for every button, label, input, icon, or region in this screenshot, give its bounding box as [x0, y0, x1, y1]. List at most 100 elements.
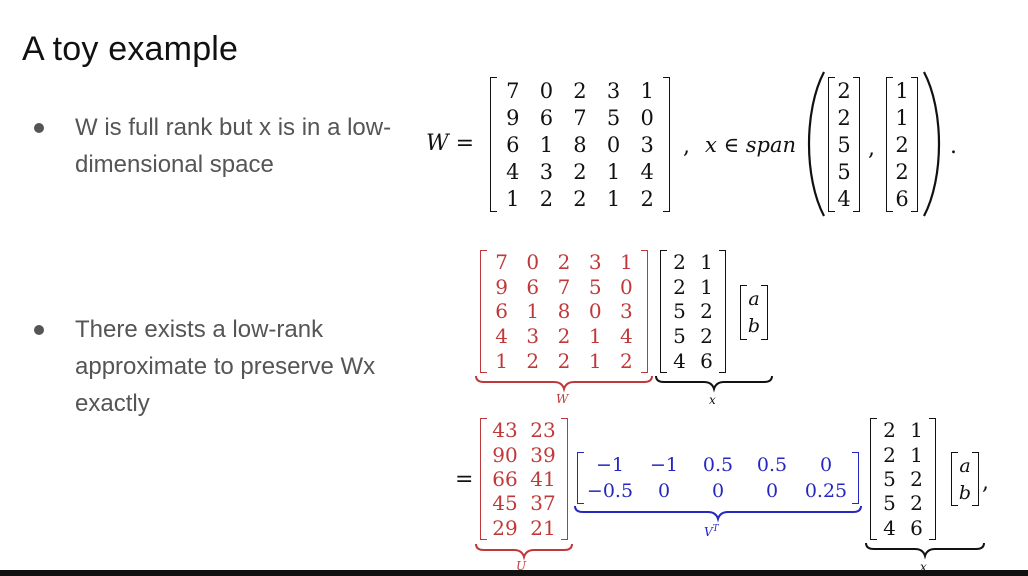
matrix-cell: 2 [883, 442, 896, 467]
matrix-cell: 2 [573, 186, 587, 211]
matrix-cell: a [959, 454, 971, 477]
matrix-cell: 1 [495, 348, 508, 373]
matrix-cell: 1 [700, 274, 713, 299]
matrix-cell: −0.5 [586, 480, 634, 502]
matrix-cell: 0 [526, 250, 540, 275]
bullet-dot [34, 123, 44, 133]
matrix-cell: 0.5 [756, 454, 788, 476]
matrix-cell: 2 [539, 186, 554, 211]
matrix-cell: 0 [765, 480, 779, 502]
matrix-cell: 7 [506, 78, 520, 103]
matrix-cell: 4 [620, 324, 633, 349]
matrix-cell: 3 [526, 324, 540, 349]
matrix-cell: 2 [573, 159, 587, 184]
label-x-2: x [920, 560, 927, 574]
matrix-cell: 1 [910, 418, 923, 443]
matrix-cell: 1 [588, 324, 602, 349]
matrix-cell: 0 [588, 299, 602, 324]
matrix-cell: 1 [895, 105, 909, 130]
matrix-cell: 6 [495, 299, 508, 324]
matrix-cell: 45 [492, 491, 518, 516]
matrix-cell: 0.25 [804, 480, 848, 502]
matrix-cell: 2 [673, 250, 686, 275]
matrix-cell: 1 [526, 299, 540, 324]
matrix-cell: 1 [506, 186, 520, 211]
matrix-cell: 2 [620, 348, 633, 373]
matrix-cell: 4 [640, 159, 654, 184]
matrix-cell: 5 [606, 105, 621, 130]
matrix-cell: 3 [539, 159, 554, 184]
matrix-cell: 7 [557, 274, 571, 299]
matrix-cell: 3 [588, 250, 602, 275]
matrix-cell: 8 [573, 132, 587, 157]
matrix-cell: 3 [606, 78, 621, 103]
matrix-cell: 0 [640, 105, 654, 130]
matrix-cell: 0.5 [702, 454, 734, 476]
matrix-cell: b [747, 315, 761, 338]
matrix-cell: 0 [819, 454, 833, 476]
label-w: W [556, 392, 569, 406]
matrix-cell: 7 [495, 250, 508, 275]
matrix-cell: 6 [700, 348, 713, 373]
matrix-cell: 2 [837, 78, 851, 103]
matrix-cell: 6 [895, 186, 909, 211]
matrix-cell: 2 [673, 274, 686, 299]
matrix-cell: 6 [506, 132, 520, 157]
underbrace-w [475, 375, 653, 393]
underbrace-u [475, 543, 573, 561]
matrix-cell: 9 [495, 274, 508, 299]
matrix-cell: 2 [640, 186, 654, 211]
right-paren [923, 71, 941, 217]
matrix-cell: 4 [495, 324, 508, 349]
matrix-cell: −1 [649, 454, 678, 476]
label-vt: VT [704, 524, 719, 539]
matrix-cell: 5 [588, 274, 602, 299]
matrix-cell: 2 [883, 418, 896, 443]
matrix-cell: 8 [557, 299, 571, 324]
matrix-cell: 6 [910, 515, 923, 540]
matrix-cell: 2 [895, 159, 909, 184]
bottom-bar [0, 570, 1028, 576]
matrix-cell: 2 [910, 491, 923, 516]
comma: , [683, 134, 690, 159]
matrix-cell: 6 [526, 274, 540, 299]
matrix-cell: 1 [620, 250, 633, 275]
matrix-cell: 1 [539, 132, 554, 157]
w-equals-label: W = [426, 131, 475, 156]
matrix-cell: 5 [883, 466, 896, 491]
left-paren [807, 71, 825, 217]
matrix-cell: 2 [557, 250, 571, 275]
matrix-cell: 1 [588, 348, 602, 373]
underbrace-x [655, 375, 773, 393]
matrix-cell: 2 [895, 132, 909, 157]
matrix-cell: 0 [711, 480, 725, 502]
matrix-cell: 2 [557, 348, 571, 373]
matrix-cell: 0 [657, 480, 671, 502]
matrix-cell: 4 [506, 159, 520, 184]
matrix-cell: 2 [573, 78, 587, 103]
matrix-cell: b [958, 481, 972, 504]
matrix-cell: 9 [506, 105, 520, 130]
matrix-cell: 21 [530, 515, 556, 540]
matrix-cell: 7 [573, 105, 587, 130]
matrix-cell: 0 [539, 78, 554, 103]
span-separator: , [868, 136, 875, 161]
matrix-cell: 2 [557, 324, 571, 349]
bullet-dot [34, 325, 44, 335]
matrix-cell: 2 [700, 299, 713, 324]
matrix-cell: −1 [595, 454, 624, 476]
matrix-cell: 1 [910, 442, 923, 467]
matrix-cell: 3 [640, 132, 654, 157]
matrix-cell: 29 [492, 515, 518, 540]
equals-sign: = [455, 467, 474, 492]
matrix-cell: 1 [700, 250, 713, 275]
slide-title: A toy example [22, 30, 239, 68]
